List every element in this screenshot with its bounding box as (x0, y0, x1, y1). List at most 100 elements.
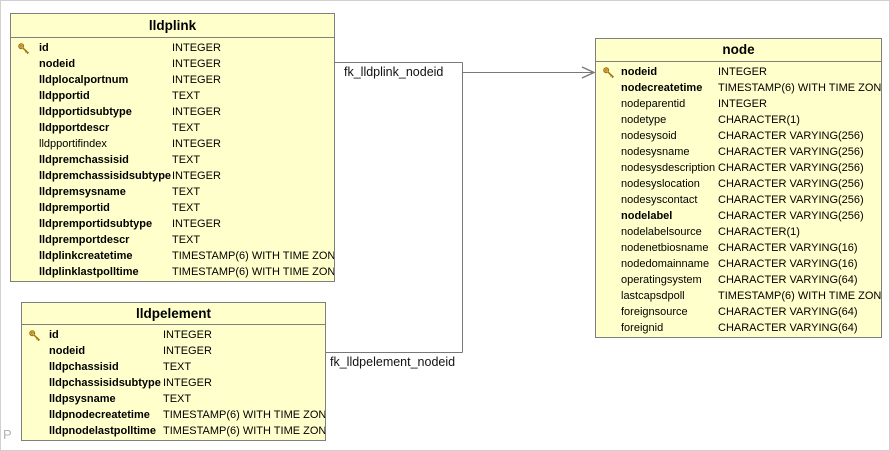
key-icon-spacer (11, 168, 39, 184)
column-type: TIMESTAMP(6) WITH TIME ZONE (163, 425, 325, 437)
table-title-node: node (596, 39, 881, 62)
column-name: foreignsource (621, 306, 688, 318)
column-name: nodeid (621, 66, 658, 78)
fk-arrowhead-icon (581, 66, 596, 79)
column-name: lldpnodecreatetime (49, 409, 150, 421)
column-type: CHARACTER VARYING(64) (718, 274, 858, 286)
column-name: lldpremportid (39, 202, 110, 214)
column-type: INTEGER (718, 66, 767, 78)
column-name: lldpsysname (49, 393, 116, 405)
column-type: CHARACTER VARYING(256) (718, 162, 864, 174)
key-icon-spacer (596, 320, 621, 336)
key-icon-spacer (11, 184, 39, 200)
column-row: lldpportdescr TEXT (11, 120, 334, 136)
column-type: CHARACTER VARYING(256) (718, 210, 864, 222)
column-row: nodelabelsource CHARACTER(1) (596, 224, 881, 240)
column-type: TEXT (163, 393, 192, 405)
key-icon-spacer (11, 120, 39, 136)
column-row: foreignid CHARACTER VARYING(64) (596, 320, 881, 336)
column-type: TIMESTAMP(6) WITH TIME ZONE (172, 266, 334, 278)
column-type: CHARACTER VARYING(256) (718, 194, 864, 206)
column-name: nodenetbiosname (621, 242, 709, 254)
key-icon-spacer (11, 72, 39, 88)
column-type: CHARACTER VARYING(64) (718, 306, 858, 318)
table-title-lldplink: lldplink (11, 14, 334, 38)
column-name: lldplinklastpolltime (39, 266, 139, 278)
column-name: nodeid (49, 345, 86, 357)
column-type: INTEGER (172, 170, 221, 182)
column-type: INTEGER (172, 138, 221, 150)
column-type: INTEGER (163, 377, 212, 389)
column-type: TEXT (172, 122, 201, 134)
column-type: CHARACTER VARYING(64) (718, 322, 858, 334)
key-icon-spacer (596, 112, 621, 128)
column-name: foreignid (621, 322, 664, 334)
column-type: TIMESTAMP(6) WITH TIME ZONE (718, 290, 881, 302)
column-type: TEXT (172, 90, 201, 102)
column-row: nodeid INTEGER (596, 64, 881, 80)
key-icon-spacer (11, 104, 39, 120)
column-name: lldpchassisidsubtype (49, 377, 161, 389)
column-type: TIMESTAMP(6) WITH TIME ZONE (163, 409, 325, 421)
column-row: foreignsource CHARACTER VARYING(64) (596, 304, 881, 320)
column-type: TEXT (172, 202, 201, 214)
primary-key-icon (596, 64, 621, 80)
key-icon-spacer (11, 200, 39, 216)
column-name: nodesysoid (621, 130, 677, 142)
column-type: CHARACTER(1) (718, 226, 800, 238)
column-type: INTEGER (172, 218, 221, 230)
column-name: lldpportdescr (39, 122, 110, 134)
column-name: lldpportifindex (39, 138, 107, 150)
column-type: INTEGER (172, 74, 221, 86)
column-name: lldpnodelastpolltime (49, 425, 156, 437)
key-icon-spacer (596, 224, 621, 240)
key-icon-spacer (596, 272, 621, 288)
key-icon-spacer (596, 192, 621, 208)
column-type: INTEGER (172, 106, 221, 118)
column-type: TIMESTAMP(6) WITH TIME ZONE (718, 82, 881, 94)
column-name: nodesyscontact (621, 194, 698, 206)
column-name: lldpportidsubtype (39, 106, 132, 118)
column-name: nodelabelsource (621, 226, 702, 238)
column-row: nodesyscontact CHARACTER VARYING(256) (596, 192, 881, 208)
key-icon-spacer (11, 232, 39, 248)
key-icon-spacer (596, 176, 621, 192)
key-icon-spacer (22, 343, 49, 359)
key-icon-spacer (22, 359, 49, 375)
column-type: INTEGER (172, 42, 221, 54)
primary-key-icon (11, 40, 39, 56)
key-icon-spacer (11, 88, 39, 104)
fk-label-lldpelement-nodeid: fk_lldpelement_nodeid (330, 355, 456, 369)
column-name: lldpremchassisidsubtype (39, 170, 172, 182)
column-name: lldpremsysname (39, 186, 126, 198)
table-title-lldpelement: lldpelement (22, 303, 325, 325)
primary-key-icon (22, 327, 49, 343)
column-type: INTEGER (163, 329, 212, 341)
key-icon-spacer (596, 144, 621, 160)
key-icon-spacer (596, 160, 621, 176)
column-type: TEXT (172, 154, 201, 166)
key-icon-spacer (596, 240, 621, 256)
key-icon-spacer (596, 304, 621, 320)
key-icon-spacer (596, 288, 621, 304)
column-row: lldpportifindex INTEGER (11, 136, 334, 152)
